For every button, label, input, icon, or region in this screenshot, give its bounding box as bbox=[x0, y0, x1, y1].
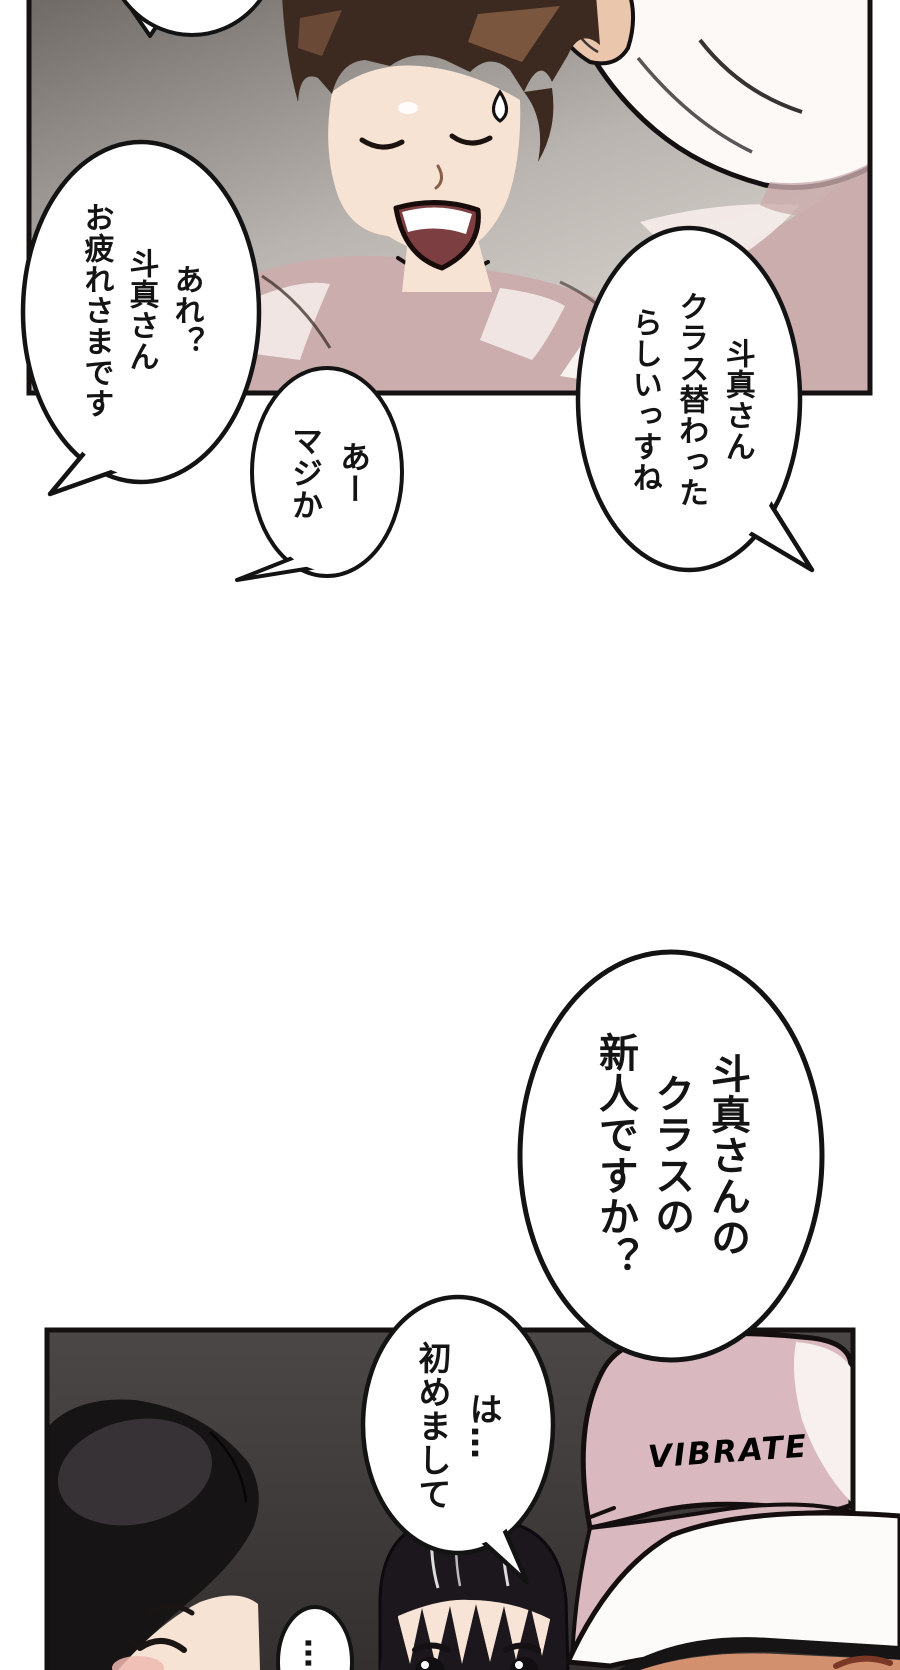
speech-bubble-4 bbox=[517, 949, 825, 1363]
nose bbox=[434, 164, 443, 190]
closed-eye-left bbox=[359, 137, 405, 150]
speech-bubble-5 bbox=[360, 1294, 556, 1585]
speech-bubble-top-partial bbox=[121, 0, 263, 38]
panel-1-border bbox=[26, 0, 873, 396]
speech-bubble-3 bbox=[575, 225, 815, 573]
sweat-drop bbox=[492, 89, 508, 123]
speech-bubble-6 bbox=[276, 1605, 354, 1670]
eyebrow-right bbox=[503, 1642, 541, 1653]
vibrate-hat-crown: VIBRATE bbox=[570, 1332, 851, 1662]
closed-eye-right bbox=[449, 133, 493, 146]
speech-bubble-1 bbox=[20, 139, 262, 497]
smiling-man-head bbox=[282, 0, 600, 292]
hat-person-eyebrow bbox=[833, 1655, 893, 1669]
closed-eye bbox=[137, 1638, 187, 1653]
speech-bubble-2 bbox=[235, 366, 404, 582]
eyebrow-left bbox=[412, 1642, 451, 1653]
eyebrow bbox=[147, 1603, 195, 1616]
hat-person-hair bbox=[618, 1637, 900, 1670]
girl-with-bangs bbox=[378, 1514, 570, 1670]
black-hair-man bbox=[49, 1399, 260, 1670]
teeth bbox=[402, 207, 472, 234]
vibrate-hat-brim bbox=[565, 1510, 900, 1670]
blush bbox=[112, 1656, 164, 1670]
